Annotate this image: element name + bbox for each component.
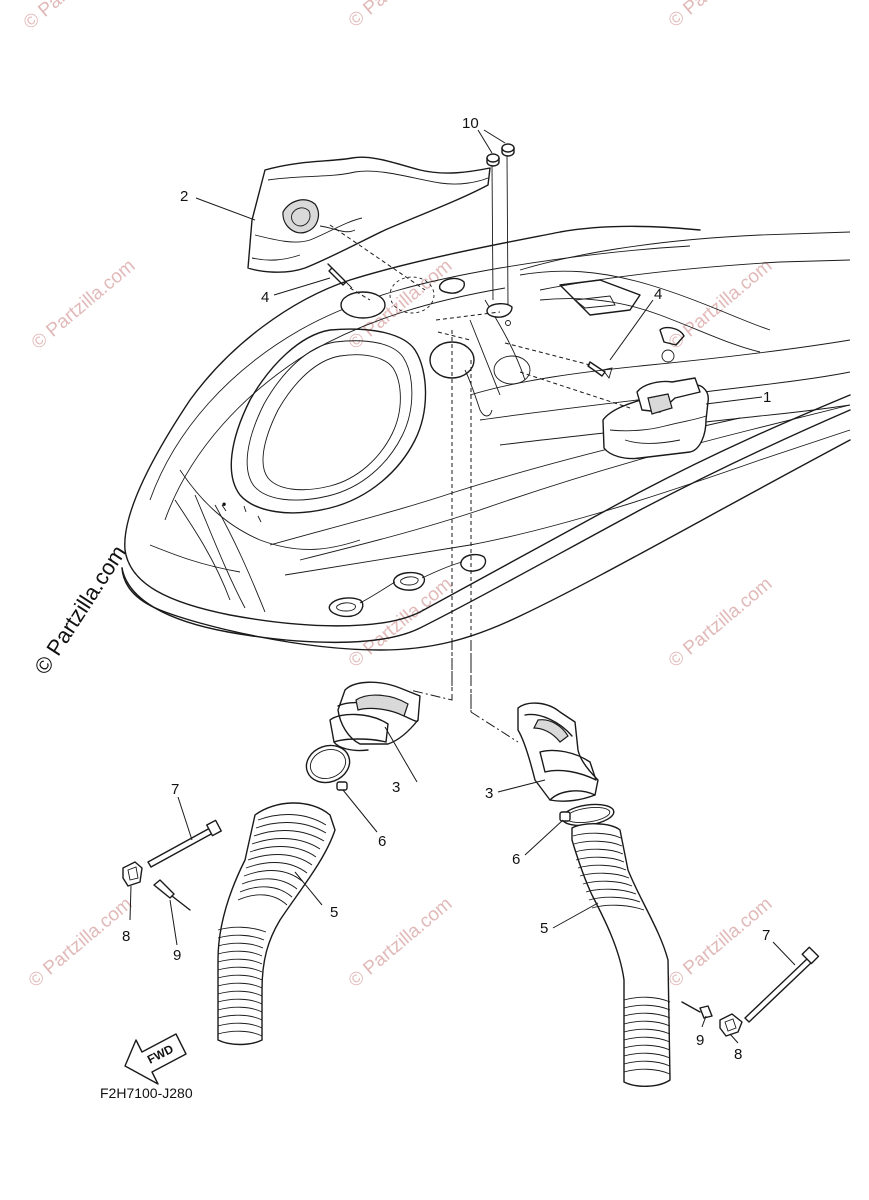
rivet-pin-left: [153, 879, 191, 911]
callout-label: 10: [462, 115, 479, 132]
callout-label: 5: [330, 904, 338, 921]
duct-cover-left: [247, 156, 491, 273]
watermark: © Partzilla.com: [345, 0, 457, 32]
callout-label: 2: [180, 188, 188, 205]
callout-layer: 1 2 3 3 4 4 5 5 6 6 7 7 8 8 9 9 10: [122, 115, 771, 1063]
ventilation-hose-left: [217, 802, 336, 1046]
watermark-primary: © Partzilla.com: [29, 541, 131, 679]
cable-tie-right: [744, 946, 820, 1023]
watermark: © Partzilla.com: [25, 893, 137, 991]
rivet-pin-right: [681, 1001, 713, 1019]
callout-label: 9: [173, 947, 181, 964]
watermark: © Partzilla.com: [665, 573, 777, 671]
holder-clip-left: [122, 861, 143, 887]
callout-label: 8: [734, 1046, 742, 1063]
callout-label: 3: [392, 779, 400, 796]
hull-deck: •: [121, 225, 851, 651]
ventilation-hose-right: [571, 823, 671, 1087]
rivet-right: [587, 361, 613, 379]
diagram-code: F2H7100-J280: [100, 1085, 193, 1101]
callout-label: 1: [763, 389, 771, 406]
forward-direction-arrow: FWD: [124, 1033, 187, 1085]
cap-pair: [477, 129, 515, 306]
watermark: © Partzilla.com: [665, 893, 777, 991]
holder-clip-right: [719, 1013, 743, 1037]
callout-label: 9: [696, 1032, 704, 1049]
watermark: © Partzilla.com: [345, 893, 457, 991]
callout-label: 5: [540, 920, 548, 937]
callout-label: 4: [261, 289, 269, 306]
rivet-left: [327, 263, 353, 289]
watermark: © Partzilla.com: [665, 0, 777, 32]
duct-elbow-left: [329, 681, 421, 752]
hose-clamp-left: [305, 744, 351, 791]
callout-label: 7: [762, 927, 770, 944]
callout-label: 6: [378, 833, 386, 850]
svg-text:•: •: [222, 497, 226, 511]
callout-label: 6: [512, 851, 520, 868]
duct-elbow-right: [517, 702, 599, 802]
callout-label: 8: [122, 928, 130, 945]
callout-label: 7: [171, 781, 179, 798]
watermark: © Partzilla.com: [20, 0, 132, 34]
watermark-layer: © Partzilla.com © Partzilla.com © Partzi…: [20, 0, 777, 992]
callout-label: 4: [654, 286, 662, 303]
hose-clamp-right: [559, 803, 615, 827]
duct-cover-right: [602, 377, 709, 460]
callout-label: 3: [485, 785, 493, 802]
cable-tie-left: [147, 819, 222, 868]
watermark: © Partzilla.com: [28, 255, 140, 353]
